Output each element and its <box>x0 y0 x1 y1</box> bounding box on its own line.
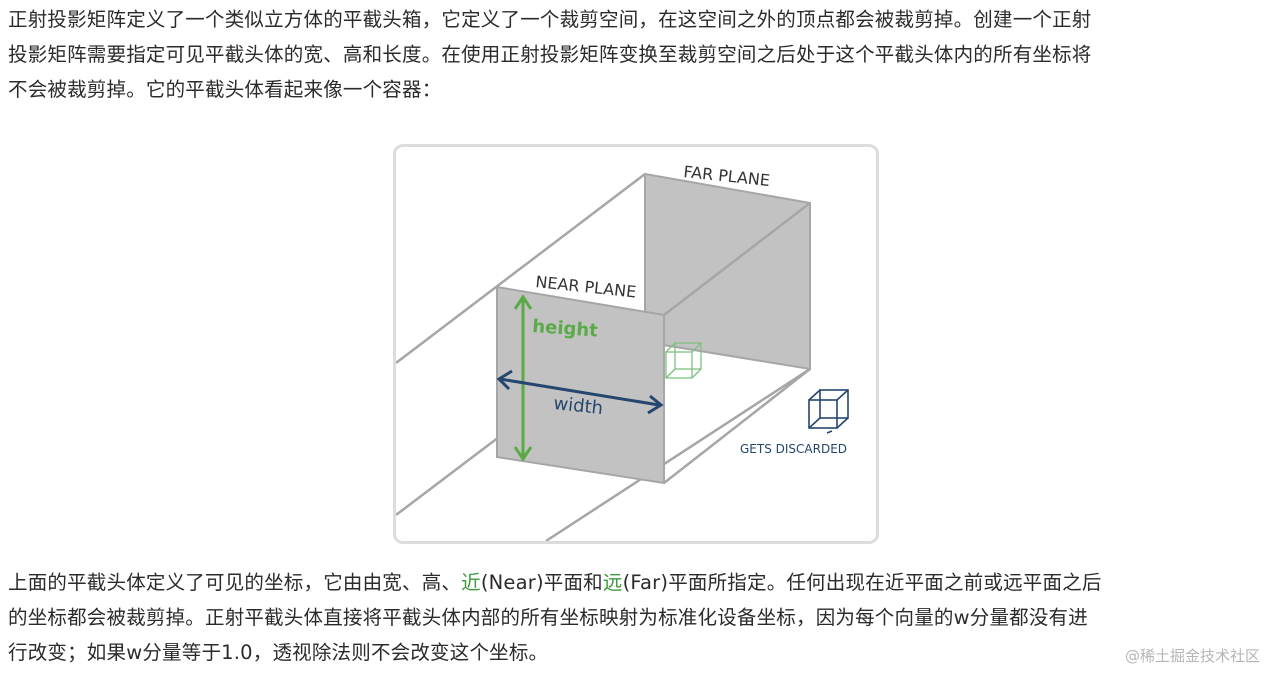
watermark: @稀土掘金技术社区 <box>1124 647 1260 665</box>
body-line-3: 行改变；如果w分量等于1.0，透视除法则不会改变这个坐标。 <box>8 641 549 664</box>
far-term: 远 <box>602 571 623 594</box>
width-label: width <box>552 393 604 419</box>
intro-line-1: 正射投影矩阵定义了一个类似立方体的平截头箱，它定义了一个裁剪空间，在这空间之外的… <box>8 8 1092 31</box>
frustum-edge-top-right <box>663 202 811 316</box>
intro-paragraph: 正射投影矩阵定义了一个类似立方体的平截头箱，它定义了一个裁剪空间，在这空间之外的… <box>8 2 1270 107</box>
body-line-2: 的坐标都会被裁剪掉。正射平截头体直接将平截头体内部的所有坐标映射为标准化设备坐标… <box>8 606 1088 629</box>
intro-line-2: 投影矩阵需要指定可见平截头体的宽、高和长度。在使用正射投影矩阵变换至裁剪空间之后… <box>8 43 1092 66</box>
width-arrow <box>496 369 664 415</box>
height-arrow <box>513 294 533 462</box>
far-plane <box>644 172 811 371</box>
near-term: 近 <box>461 571 481 594</box>
discarded-cube-icon <box>808 389 849 434</box>
frustum-edge-far-bottom <box>663 368 811 484</box>
near-plane <box>496 285 665 485</box>
body-line-1-a: 上面的平截头体定义了可见的坐标，它由由宽、高、 <box>8 571 462 594</box>
body-line-1-c: (Far)平面所指定。任何出现在近平面之前或远平面之后 <box>622 571 1102 594</box>
frustum-edge-bottom-right <box>545 367 811 541</box>
frustum-svg: FAR PLANE NEAR PLANE height width GETS D… <box>396 162 849 541</box>
intro-line-3: 不会被裁剪掉。它的平截头体看起来像一个容器： <box>8 78 442 101</box>
gets-discarded-label: GETS DISCARDED <box>740 442 847 456</box>
body-paragraph: 上面的平截头体定义了可见的坐标，它由由宽、高、近(Near)平面和远(Far)平… <box>8 565 1270 670</box>
frustum-edge-top-left <box>396 173 646 364</box>
frustum-diagram: FAR PLANE NEAR PLANE height width GETS D… <box>393 144 879 544</box>
body-line-1-b: (Near)平面和 <box>480 571 603 594</box>
height-label: height <box>532 316 599 342</box>
inside-cube-icon <box>665 342 702 379</box>
